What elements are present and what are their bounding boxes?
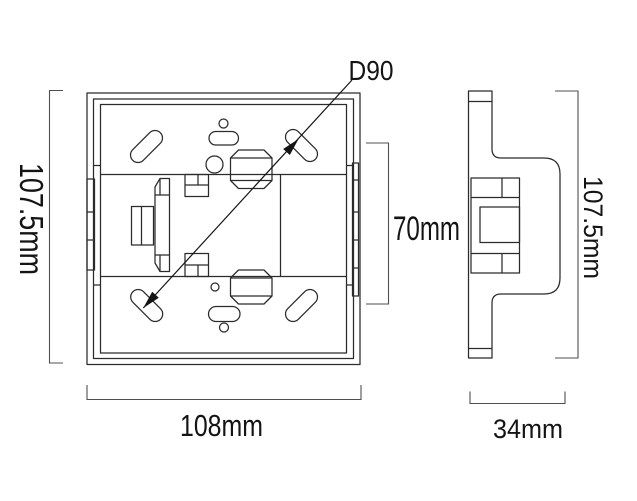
- mounting-slot-top-right: [284, 128, 319, 163]
- d90-leader-arrow: [142, 79, 353, 309]
- front-height-label: 107.5mm: [13, 163, 50, 275]
- height-dimension-bracket: [48, 89, 63, 364]
- inner-height-dimension-bracket: [366, 142, 390, 305]
- side-depth-dimension-bracket: [469, 391, 566, 405]
- mounting-slot-bottom-right: [284, 288, 319, 323]
- inner-height-label: 70mm: [393, 210, 460, 248]
- middle-frame: [92, 98, 355, 360]
- front-width-label: 108mm: [180, 408, 263, 443]
- side-view: [467, 90, 561, 359]
- inner-plate: [99, 103, 348, 354]
- connector-plug: [130, 205, 155, 246]
- side-depth-label: 34mm: [493, 414, 563, 444]
- side-dome-profile: [491, 101, 561, 349]
- side-inner-block: [470, 177, 521, 274]
- side-height-label: 107.5mm: [578, 176, 608, 279]
- mounting-diameter-label: D90: [349, 55, 394, 86]
- hex-boss-top: [229, 149, 273, 190]
- slot-hole-bottom: [207, 305, 241, 323]
- front-dimensions: 107.5mm 108mm 70mm D90: [13, 55, 460, 443]
- mounting-slot-top-left: [129, 129, 164, 164]
- screw-hole-bottom-small-2: [218, 322, 230, 333]
- side-top-flange: [467, 90, 493, 103]
- screw-hole-bottom-small: [210, 282, 220, 292]
- screw-hole-top-small: [218, 118, 229, 129]
- terminal-block-bottom: [184, 252, 210, 278]
- row-dividers: [100, 173, 347, 278]
- side-height-dimension-bracket: [555, 90, 579, 359]
- width-dimension-bracket: [86, 385, 362, 401]
- hex-boss-bottom: [229, 269, 273, 305]
- keystone-bracket: [154, 177, 171, 273]
- outer-frame: [86, 92, 361, 366]
- left-clip-tabs: [86, 164, 101, 286]
- terminal-block-top: [184, 173, 210, 198]
- front-view: [86, 92, 361, 366]
- side-dimensions: 107.5mm 34mm: [469, 90, 608, 444]
- right-clip-tabs: [346, 162, 360, 297]
- screw-hole-top-large: [205, 155, 224, 174]
- side-bottom-flange: [467, 347, 493, 359]
- slot-hole-top: [208, 130, 240, 146]
